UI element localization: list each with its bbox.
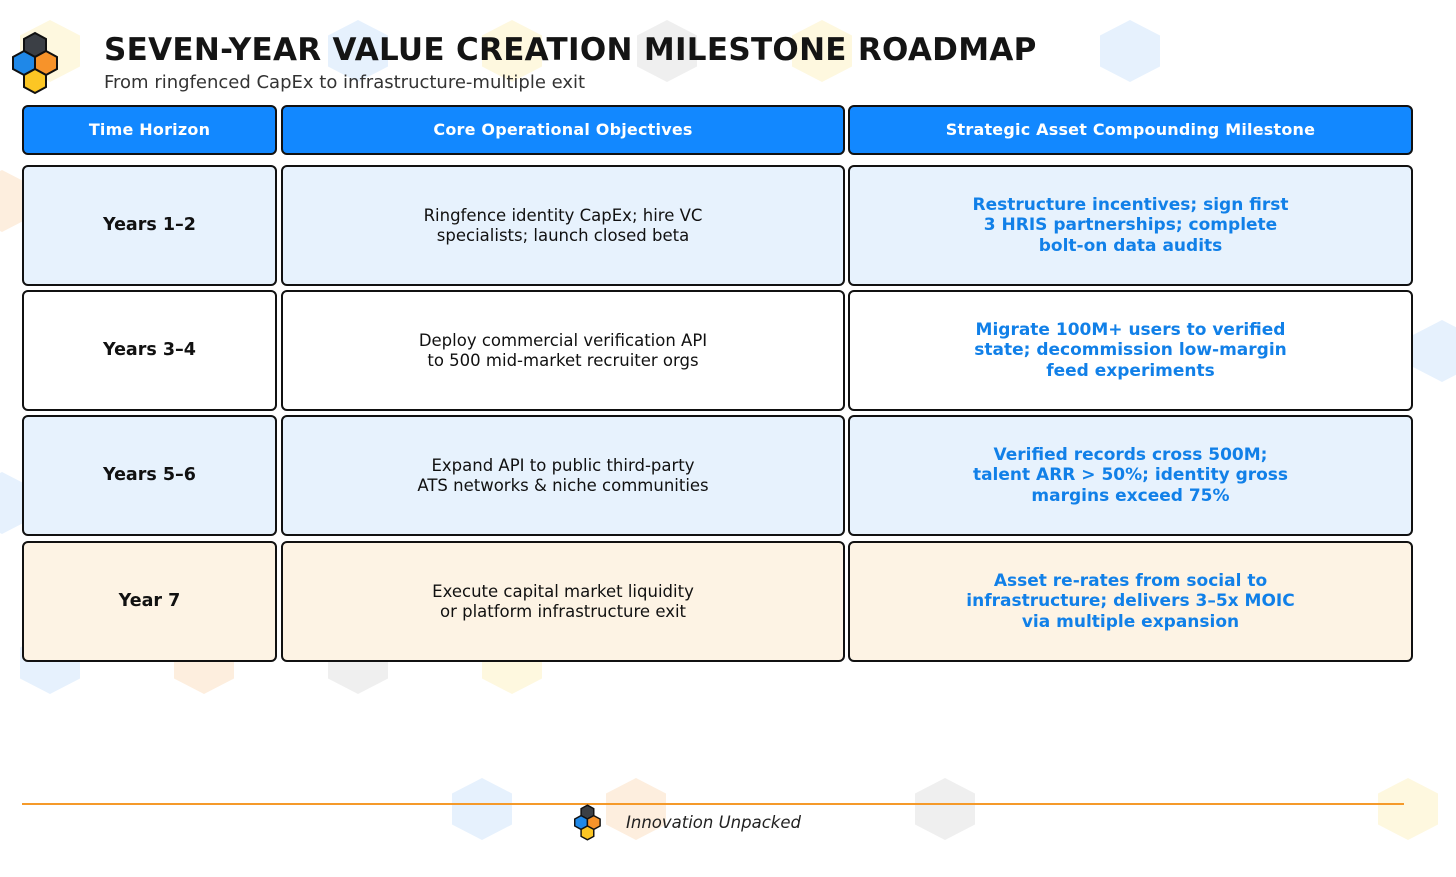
objective-line: ATS networks & niche communities (417, 475, 709, 495)
time-horizon-cell: Years 1–2 (22, 165, 277, 286)
objective-line: specialists; launch closed beta (436, 225, 690, 245)
time-horizon-cell: Year 7 (22, 541, 277, 662)
background-hexagon (792, 20, 852, 82)
time-horizon-label: Years 1–2 (103, 215, 196, 235)
time-horizon-label: Year 7 (118, 591, 181, 611)
footer-divider (22, 803, 1404, 805)
page-title: SEVEN-YEAR VALUE CREATION MILESTONE ROAD… (104, 32, 1037, 68)
milestone-line: talent ARR > 50%; identity gross (972, 465, 1289, 486)
column-header-time-horizon: Time Horizon (22, 105, 277, 155)
background-hexagon (915, 778, 975, 840)
background-hexagon (637, 20, 697, 82)
hexagon-cluster-logo-icon (12, 31, 58, 95)
milestone-line: Asset re-rates from social to (993, 570, 1268, 591)
column-header-core-objectives: Core Operational Objectives (281, 105, 845, 155)
column-header-label: Strategic Asset Compounding Milestone (945, 120, 1316, 140)
column-header-strategic-milestone: Strategic Asset Compounding Milestone (848, 105, 1413, 155)
objective-line: Execute capital market liquidity (432, 581, 694, 601)
milestone-line: Verified records cross 500M; (993, 444, 1268, 465)
column-header-label: Time Horizon (88, 120, 211, 140)
milestone-line: Restructure incentives; sign first (972, 194, 1289, 215)
column-header-label: Core Operational Objectives (433, 120, 693, 140)
objective-line: or platform infrastructure exit (439, 601, 687, 621)
milestone-line: feed experiments (1046, 360, 1215, 381)
milestone-line: state; decommission low-margin (974, 340, 1287, 361)
footer-brand: Innovation Unpacked (626, 813, 801, 832)
milestone-line: margins exceed 75% (1031, 485, 1230, 506)
background-hexagon (482, 20, 542, 82)
background-hexagon (1378, 778, 1438, 840)
background-hexagon (1412, 320, 1456, 382)
milestone-line: via multiple expansion (1021, 611, 1240, 632)
time-horizon-label: Years 5–6 (103, 465, 196, 485)
milestone-line: Migrate 100M+ users to verified (975, 319, 1286, 340)
milestone-cell: Verified records cross 500M;talent ARR >… (848, 415, 1413, 536)
page-subtitle: From ringfenced CapEx to infrastructure-… (104, 72, 586, 93)
milestone-line: bolt-on data audits (1038, 235, 1223, 256)
milestone-line: 3 HRIS partnerships; complete (983, 215, 1278, 236)
objective-line: Ringfence identity CapEx; hire VC (423, 205, 703, 225)
milestone-line: infrastructure; delivers 3–5x MOIC (966, 591, 1295, 612)
objective-line: to 500 mid-market recruiter orgs (427, 350, 699, 370)
background-hexagon (452, 778, 512, 840)
hexagon-cluster-logo-icon (574, 804, 601, 841)
objective-line: Deploy commercial verification API (418, 330, 708, 350)
time-horizon-label: Years 3–4 (103, 340, 196, 360)
time-horizon-cell: Years 5–6 (22, 415, 277, 536)
time-horizon-cell: Years 3–4 (22, 290, 277, 411)
background-hexagon (1100, 20, 1160, 82)
objective-line: Expand API to public third-party (431, 455, 695, 475)
background-hexagon (328, 20, 388, 82)
